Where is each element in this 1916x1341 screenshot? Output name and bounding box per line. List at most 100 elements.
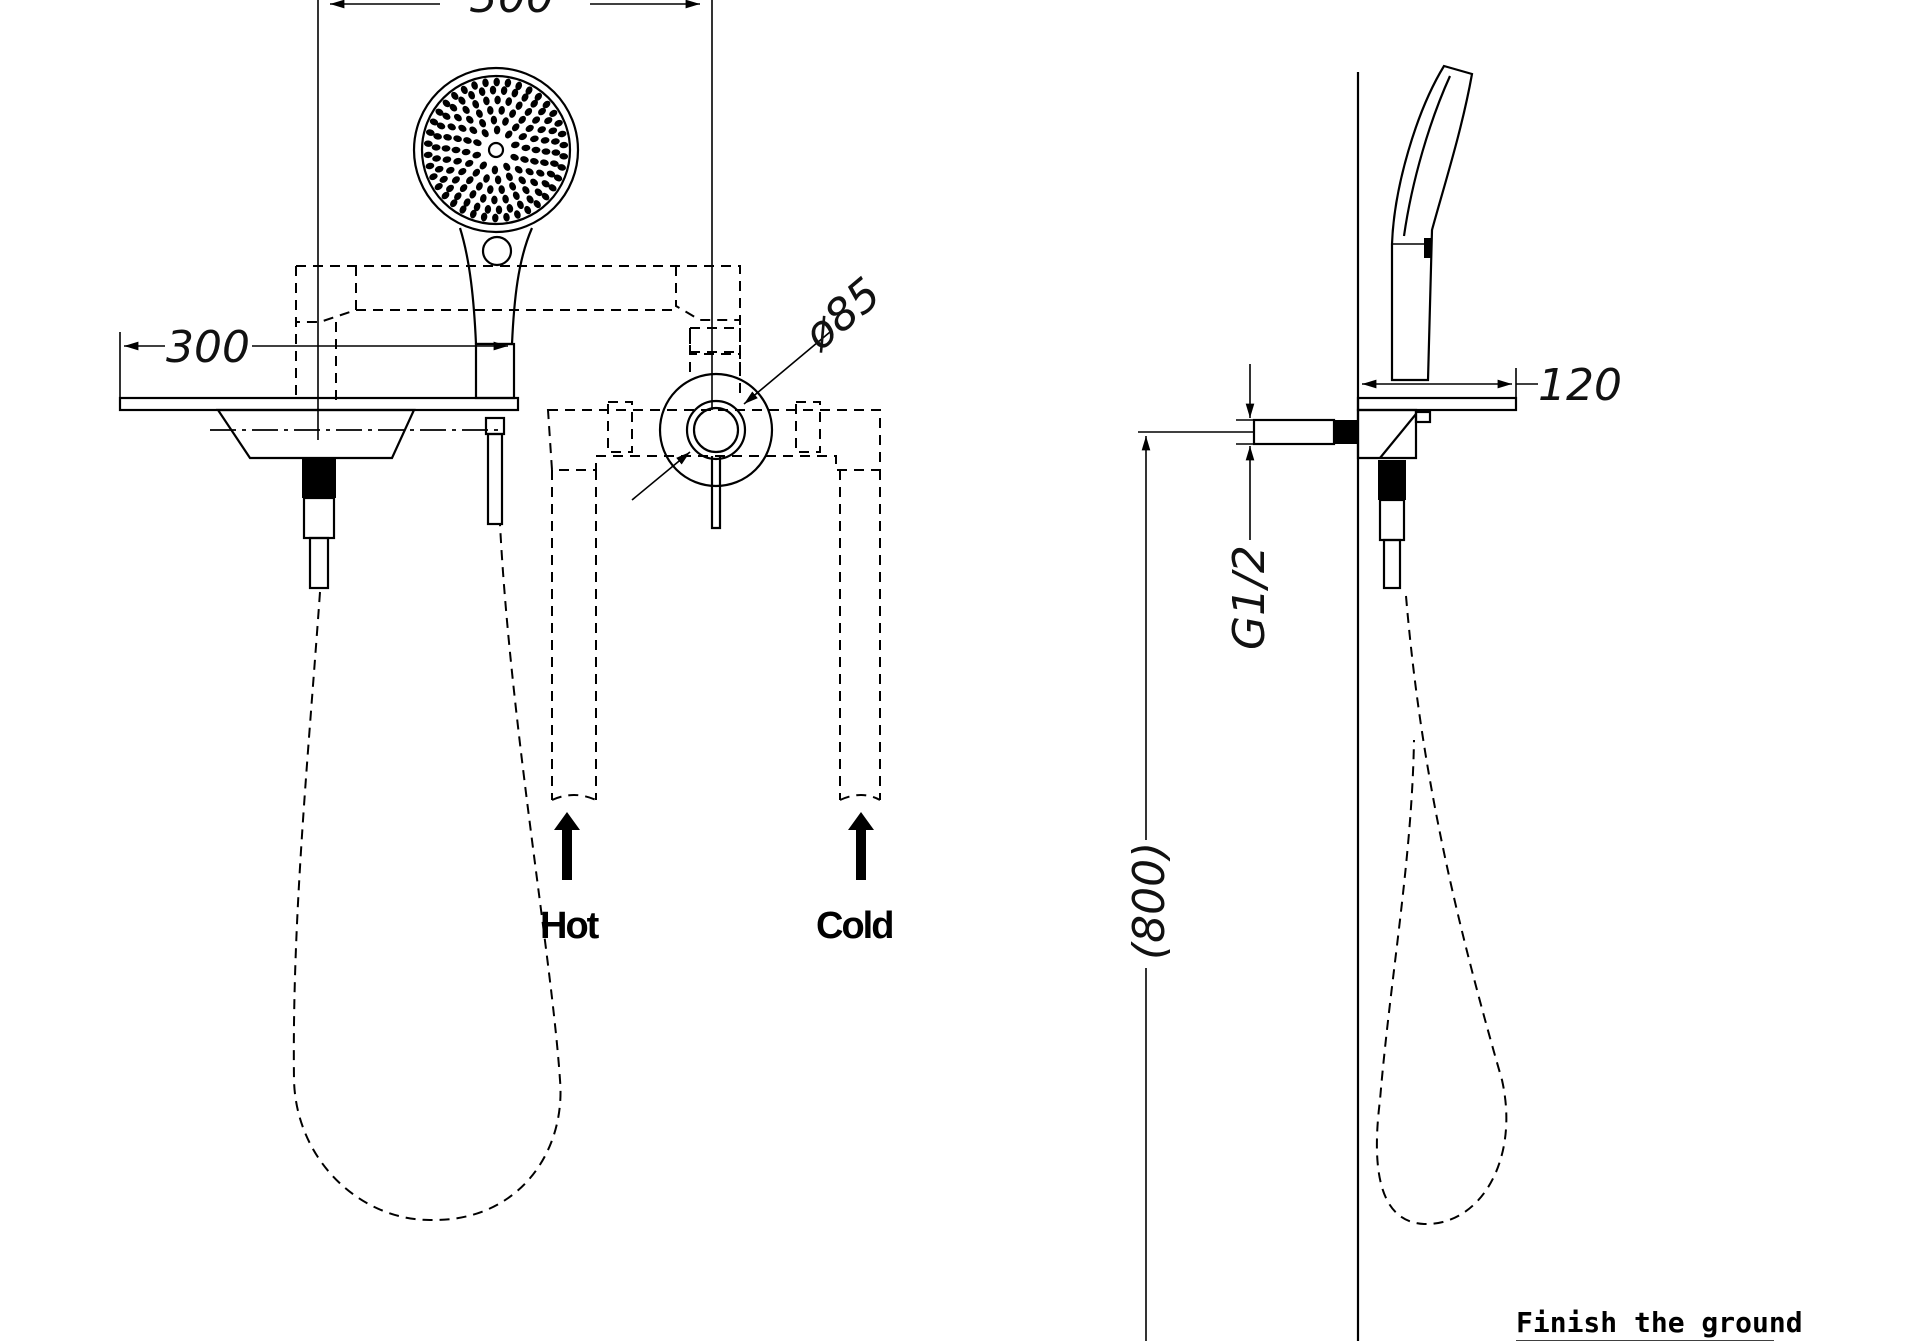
nozzle bbox=[536, 169, 545, 177]
nozzle bbox=[506, 204, 514, 213]
nozzle bbox=[493, 77, 500, 87]
nozzle bbox=[489, 85, 497, 95]
nozzle bbox=[469, 190, 477, 199]
nozzle bbox=[502, 194, 509, 204]
nozzle bbox=[469, 126, 478, 135]
nozzle bbox=[515, 81, 523, 91]
nozzle bbox=[550, 160, 559, 167]
nozzle bbox=[463, 137, 472, 144]
nozzle bbox=[479, 119, 487, 128]
nozzle bbox=[481, 129, 489, 138]
nozzle bbox=[425, 162, 435, 170]
nozzle bbox=[459, 205, 467, 214]
left-width-dimension: 300 bbox=[119, 322, 508, 398]
floor-note-label: Finish the ground bbox=[1516, 1306, 1803, 1339]
projection-dimension: 120 bbox=[1362, 360, 1622, 411]
nozzle bbox=[525, 168, 534, 176]
cold-label: Cold bbox=[816, 905, 892, 947]
nozzle bbox=[534, 92, 543, 101]
nozzle bbox=[461, 148, 471, 156]
nozzle bbox=[460, 85, 468, 95]
nozzle bbox=[511, 88, 519, 98]
nozzle bbox=[544, 117, 553, 125]
nozzle bbox=[475, 109, 483, 118]
nozzle bbox=[530, 157, 539, 165]
nozzle bbox=[483, 96, 490, 106]
hose-connector bbox=[302, 458, 336, 590]
nozzle bbox=[466, 176, 474, 185]
nozzle bbox=[449, 199, 458, 208]
nozzle bbox=[468, 90, 476, 100]
nozzle bbox=[518, 133, 527, 141]
nozzle bbox=[525, 86, 533, 95]
nozzle bbox=[509, 182, 517, 191]
nozzle bbox=[509, 109, 517, 118]
nozzle bbox=[451, 91, 459, 100]
nozzle bbox=[557, 130, 567, 138]
nozzle bbox=[521, 144, 531, 152]
nozzle bbox=[522, 186, 530, 195]
nozzle bbox=[525, 124, 534, 132]
nozzle bbox=[504, 78, 512, 88]
nozzle bbox=[530, 178, 539, 187]
nozzle bbox=[453, 113, 462, 122]
nozzle bbox=[549, 109, 558, 117]
nozzle bbox=[504, 130, 513, 139]
nozzle bbox=[443, 134, 452, 141]
nozzle bbox=[453, 135, 462, 143]
nozzle bbox=[458, 124, 467, 132]
nozzle bbox=[559, 141, 569, 149]
nozzle bbox=[429, 118, 439, 126]
hot-label: Hot bbox=[540, 905, 600, 947]
hand-shower bbox=[412, 66, 580, 526]
nozzle bbox=[451, 146, 461, 154]
nozzle bbox=[471, 81, 478, 90]
diameter-label: ø85 bbox=[794, 268, 891, 361]
side-view: 120 G1/2 (800) Finish the ground bbox=[1124, 64, 1803, 1341]
nozzle bbox=[502, 117, 509, 126]
shower-hose bbox=[292, 523, 562, 1222]
nozzle bbox=[534, 188, 543, 197]
left-width-label: 300 bbox=[166, 322, 250, 373]
nozzle bbox=[425, 129, 435, 136]
shower-hose-side bbox=[1375, 595, 1508, 1226]
nozzle bbox=[462, 105, 470, 114]
nozzle bbox=[514, 165, 523, 174]
projection-label: 120 bbox=[1538, 360, 1622, 411]
nozzle bbox=[538, 107, 546, 116]
nozzle bbox=[458, 96, 466, 105]
top-width-dimension: 300 bbox=[317, 0, 713, 440]
nozzle bbox=[494, 175, 502, 185]
nozzle bbox=[548, 127, 558, 135]
nozzle bbox=[495, 205, 503, 215]
nozzle bbox=[531, 146, 541, 154]
nozzle bbox=[472, 168, 481, 177]
nozzle bbox=[480, 194, 487, 203]
nozzle bbox=[551, 149, 561, 156]
nozzle bbox=[498, 185, 505, 194]
nozzle bbox=[503, 212, 510, 222]
diameter-dimension: ø85 bbox=[631, 268, 891, 501]
nozzle bbox=[473, 202, 481, 212]
nozzle bbox=[459, 184, 468, 193]
nozzle bbox=[518, 176, 526, 185]
wall-bracket bbox=[1252, 396, 1518, 590]
nozzle bbox=[557, 164, 567, 171]
nozzle bbox=[435, 108, 444, 116]
nozzle bbox=[451, 176, 460, 184]
nozzle bbox=[473, 139, 482, 147]
nozzle bbox=[432, 155, 441, 162]
shower-nozzles bbox=[423, 77, 569, 223]
nozzle bbox=[541, 180, 550, 188]
nozzle bbox=[537, 126, 546, 134]
nozzle bbox=[436, 122, 446, 130]
nozzle bbox=[487, 106, 494, 115]
nozzle bbox=[434, 183, 443, 191]
nozzle bbox=[533, 200, 541, 209]
nozzle bbox=[431, 144, 441, 151]
nozzle bbox=[518, 115, 526, 124]
height-label: (800) bbox=[1124, 842, 1175, 960]
nozzle bbox=[442, 112, 451, 120]
nozzle bbox=[442, 99, 451, 108]
